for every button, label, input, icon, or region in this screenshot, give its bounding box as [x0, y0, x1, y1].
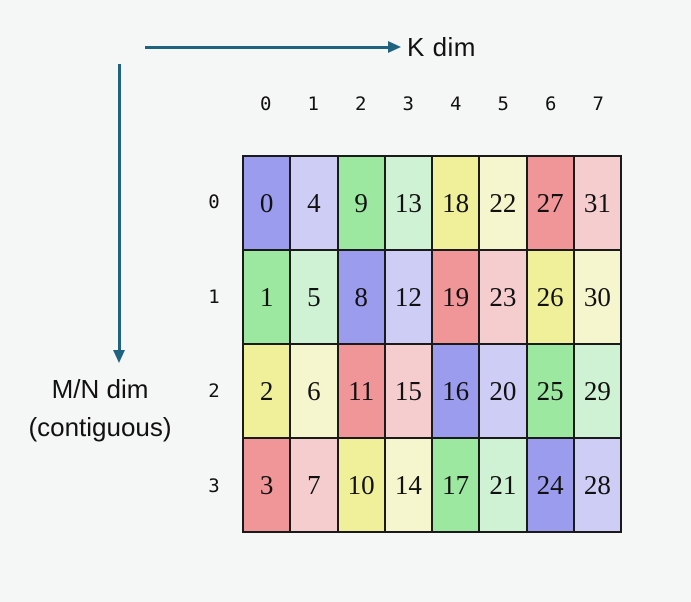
- mn-dim-label-line2: (contiguous): [28, 412, 172, 442]
- column-header: 6: [545, 93, 557, 115]
- matrix-cell: 1: [244, 251, 290, 343]
- column-headers: 0 1 2 3 4 5 6 7: [242, 93, 622, 119]
- matrix-cell: 15: [385, 345, 431, 437]
- matrix-cell: 3: [244, 439, 290, 531]
- column-header: 2: [355, 93, 367, 115]
- matrix-cell: 11: [338, 345, 384, 437]
- matrix-cell: 14: [385, 439, 431, 531]
- matrix-cell: 0: [244, 157, 290, 249]
- k-dim-arrow-line: [145, 46, 389, 49]
- matrix-cell: 27: [527, 157, 573, 249]
- matrix-cell: 5: [291, 251, 337, 343]
- matrix-cell: 26: [527, 251, 573, 343]
- row-headers: 0 1 2 3: [198, 155, 230, 533]
- matrix-cell: 23: [480, 251, 526, 343]
- mn-dim-label: M/N dim (contiguous): [8, 370, 192, 446]
- matrix-cell: 8: [338, 251, 384, 343]
- matrix-cell: 10: [338, 439, 384, 531]
- matrix-cell: 31: [574, 157, 620, 249]
- matrix-cell: 7: [291, 439, 337, 531]
- matrix-cell: 29: [574, 345, 620, 437]
- row-header: 2: [208, 380, 220, 403]
- matrix-cell: 13: [385, 157, 431, 249]
- column-header: 5: [497, 93, 509, 115]
- matrix-cell: 28: [574, 439, 620, 531]
- matrix-cell: 4: [291, 157, 337, 249]
- matrix-cell: 22: [480, 157, 526, 249]
- mn-dim-arrow-head-icon: [113, 350, 125, 363]
- matrix-cell: 2: [244, 345, 290, 437]
- matrix-cell: 16: [433, 345, 479, 437]
- column-header: 7: [592, 93, 604, 115]
- matrix-cell: 12: [385, 251, 431, 343]
- k-dim-arrow-head-icon: [388, 41, 401, 53]
- mn-dim-label-line1: M/N dim: [51, 374, 149, 404]
- row-header: 3: [208, 474, 220, 497]
- matrix-cell: 19: [433, 251, 479, 343]
- column-header: 4: [450, 93, 462, 115]
- column-header: 3: [402, 93, 414, 115]
- matrix-cell: 24: [527, 439, 573, 531]
- column-header: 1: [307, 93, 319, 115]
- matrix-cell: 17: [433, 439, 479, 531]
- row-header: 1: [208, 285, 220, 308]
- column-header: 0: [260, 93, 272, 115]
- matrix-cell: 30: [574, 251, 620, 343]
- matrix-cell: 25: [527, 345, 573, 437]
- matrix-cell: 20: [480, 345, 526, 437]
- row-header: 0: [208, 191, 220, 214]
- mn-dim-arrow-line: [118, 64, 121, 351]
- matrix-cell: 21: [480, 439, 526, 531]
- matrix-cell: 6: [291, 345, 337, 437]
- k-dim-label: K dim: [407, 32, 476, 62]
- matrix-cell: 18: [433, 157, 479, 249]
- matrix-cell: 9: [338, 157, 384, 249]
